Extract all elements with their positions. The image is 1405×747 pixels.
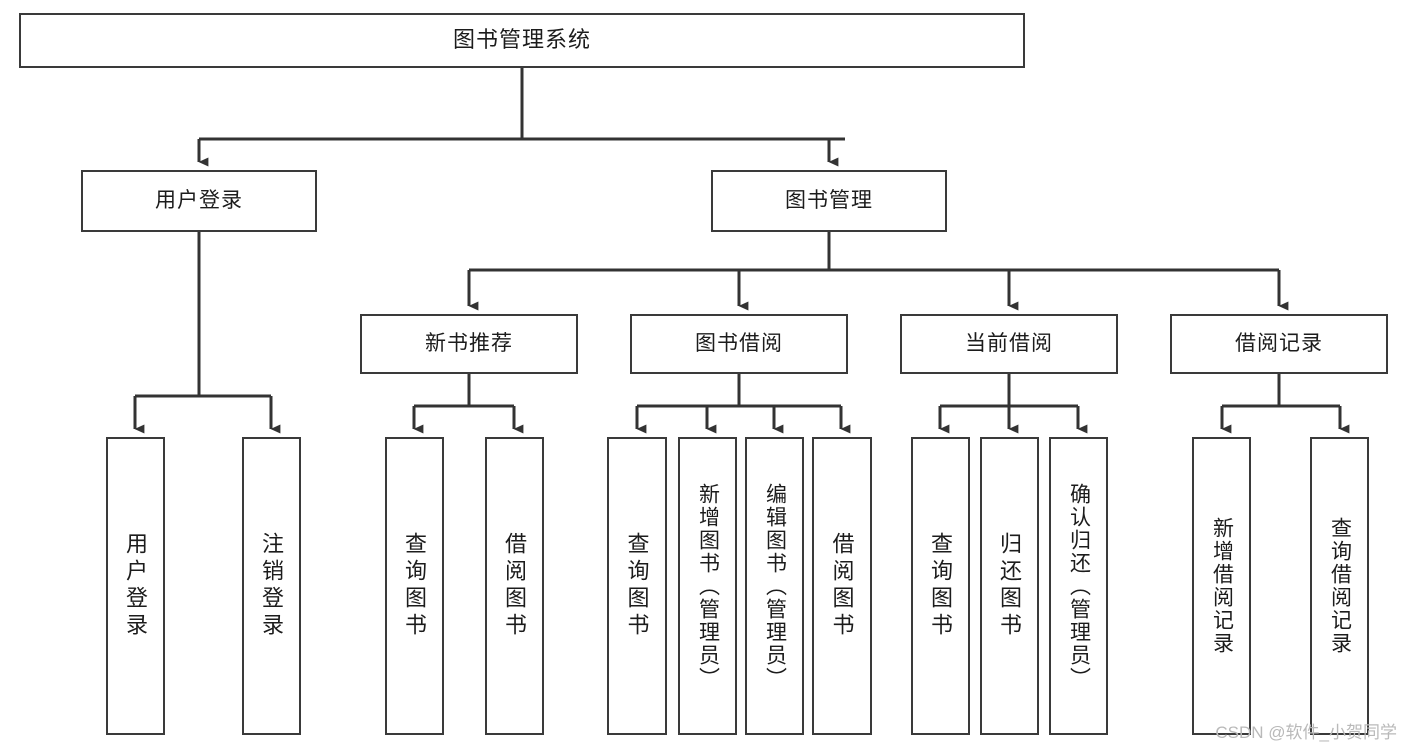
node-leaf-rec-borrow[interactable]: 借阅图书 bbox=[485, 437, 544, 735]
node-leaf-rec-add[interactable]: 新增借阅记录 bbox=[1192, 437, 1251, 735]
node-leaf-rec-query-label: 查询图书 bbox=[402, 532, 428, 640]
node-book-borrow-label: 图书借阅 bbox=[695, 332, 783, 356]
node-leaf-logout[interactable]: 注销登录 bbox=[242, 437, 301, 735]
node-leaf-borrow-edit-label: 编辑图书（管理员） bbox=[763, 482, 787, 690]
node-leaf-user-login[interactable]: 用户登录 bbox=[106, 437, 165, 735]
node-user-login[interactable]: 用户登录 bbox=[81, 170, 317, 232]
node-leaf-cur-return-label: 归还图书 bbox=[997, 532, 1023, 640]
node-leaf-user-login-label: 用户登录 bbox=[123, 532, 149, 640]
node-borrow-record[interactable]: 借阅记录 bbox=[1170, 314, 1388, 374]
node-leaf-rec-query[interactable]: 查询图书 bbox=[385, 437, 444, 735]
node-leaf-cur-confirm-label: 确认归还（管理员） bbox=[1067, 482, 1091, 690]
node-leaf-cur-query[interactable]: 查询图书 bbox=[911, 437, 970, 735]
node-leaf-rec-search[interactable]: 查询借阅记录 bbox=[1310, 437, 1369, 735]
node-borrow-record-label: 借阅记录 bbox=[1235, 332, 1323, 356]
node-root[interactable]: 图书管理系统 bbox=[19, 13, 1025, 68]
node-current-borrow-label: 当前借阅 bbox=[965, 332, 1053, 356]
node-leaf-borrow-add[interactable]: 新增图书（管理员） bbox=[678, 437, 737, 735]
node-book-manage[interactable]: 图书管理 bbox=[711, 170, 947, 232]
node-leaf-cur-query-label: 查询图书 bbox=[928, 532, 954, 640]
node-book-manage-label: 图书管理 bbox=[785, 189, 873, 213]
node-leaf-borrow-query[interactable]: 查询图书 bbox=[607, 437, 667, 735]
node-leaf-rec-add-label: 新增借阅记录 bbox=[1210, 517, 1234, 655]
watermark: CSDN @软件_小贺同学 bbox=[1215, 723, 1397, 742]
node-leaf-borrow-edit[interactable]: 编辑图书（管理员） bbox=[745, 437, 804, 735]
node-root-label: 图书管理系统 bbox=[452, 27, 591, 53]
node-leaf-rec-borrow-label: 借阅图书 bbox=[502, 532, 528, 640]
node-leaf-rec-search-label: 查询借阅记录 bbox=[1328, 517, 1352, 655]
node-leaf-cur-confirm[interactable]: 确认归还（管理员） bbox=[1049, 437, 1108, 735]
node-leaf-borrow-add-label: 新增图书（管理员） bbox=[696, 482, 720, 690]
node-current-borrow[interactable]: 当前借阅 bbox=[900, 314, 1118, 374]
node-new-book-rec-label: 新书推荐 bbox=[425, 332, 513, 356]
node-user-login-label: 用户登录 bbox=[155, 189, 243, 213]
node-leaf-logout-label: 注销登录 bbox=[259, 532, 285, 640]
node-new-book-rec[interactable]: 新书推荐 bbox=[360, 314, 578, 374]
node-book-borrow[interactable]: 图书借阅 bbox=[630, 314, 848, 374]
node-leaf-borrow-do-label: 借阅图书 bbox=[829, 532, 855, 640]
node-leaf-cur-return[interactable]: 归还图书 bbox=[980, 437, 1039, 735]
node-leaf-borrow-query-label: 查询图书 bbox=[624, 532, 650, 640]
node-leaf-borrow-do[interactable]: 借阅图书 bbox=[812, 437, 872, 735]
